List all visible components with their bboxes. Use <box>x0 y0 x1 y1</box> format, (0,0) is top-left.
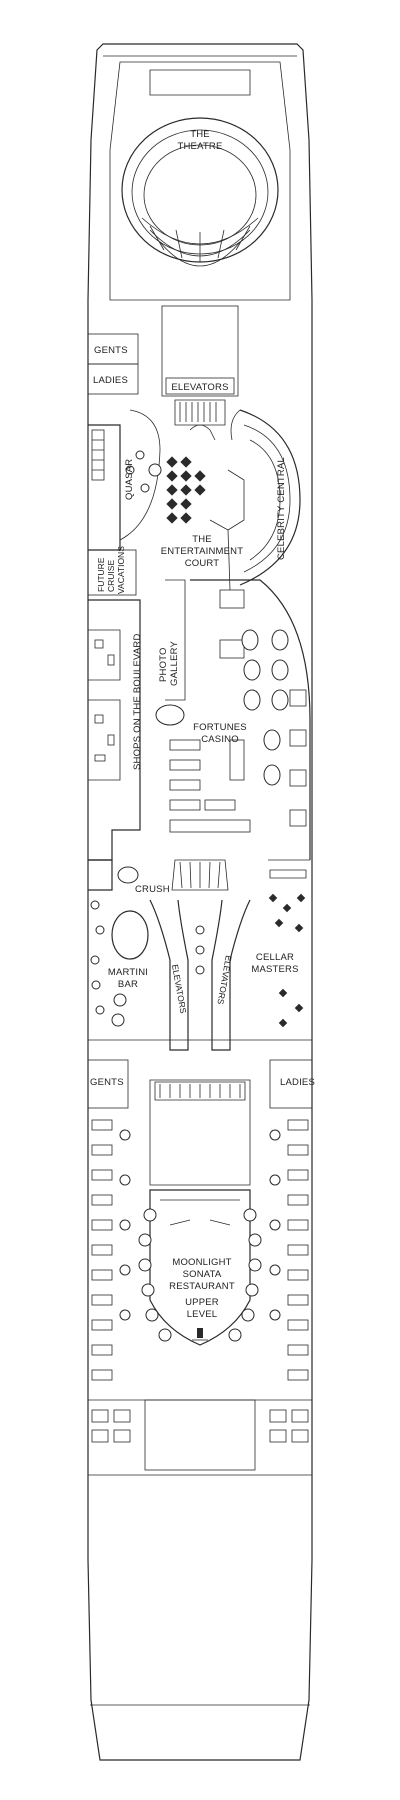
future-cruise-label-3: VACATIONS <box>116 546 126 594</box>
elevators-left-label: ELEVATORS <box>170 964 189 1015</box>
photo-gallery-label-1: PHOTO <box>158 647 169 682</box>
crush-label: CRUSH <box>135 884 170 895</box>
hull-outline <box>87 43 313 1761</box>
upper-level-label-1: UPPER <box>185 1297 219 1308</box>
cellar-masters-label-2: MASTERS <box>251 964 298 975</box>
restaurant-label-1: MOONLIGHT <box>172 1257 231 1268</box>
restrooms-top: GENTS LADIES <box>87 333 139 395</box>
celebrity-central-label: CELEBRITY CENTRAL <box>276 457 287 560</box>
shops-label: SHOPS ON THE BOULEVARD <box>132 633 143 770</box>
photo-gallery-label-2: GALLERY <box>169 640 180 686</box>
casino-label-2: CASINO <box>201 734 239 745</box>
elevators-top-label: ELEVATORS <box>171 382 228 393</box>
entertainment-court-label-2: ENTERTAINMENT <box>161 546 243 557</box>
crush-martini-area[interactable]: CRUSH MARTINI BAR <box>88 859 170 1027</box>
cellar-masters-label-1: CELLAR <box>256 952 294 963</box>
martini-bar-label-2: BAR <box>118 979 138 990</box>
entertainment-court-label-3: COURT <box>185 558 220 569</box>
theatre-label-1: THE <box>190 129 210 140</box>
future-cruise-label-2: CRUISE <box>106 560 116 592</box>
entertainment-court-tables <box>166 456 206 524</box>
quasar-label: QUASAR <box>124 459 135 500</box>
elevators-right-label: ELEVATORS <box>215 955 234 1006</box>
future-cruise-label-1: FUTURE <box>96 557 106 592</box>
entertainment-court-area[interactable]: QUASAR THE ENTERTAINMENT COURT CELEBRITY… <box>88 409 301 591</box>
cellar-masters[interactable]: CELLAR MASTERS <box>251 859 310 1028</box>
aft-section <box>88 1399 312 1476</box>
martini-bar-label-1: MARTINI <box>108 967 148 978</box>
shops-on-the-boulevard[interactable]: SHOPS ON THE BOULEVARD <box>88 599 143 861</box>
fortunes-casino[interactable]: FORTUNES CASINO <box>155 579 311 860</box>
moonlight-sonata-restaurant[interactable]: MOONLIGHT SONATA RESTAURANT UPPER LEVEL <box>91 1079 309 1381</box>
restaurant-label-3: RESTAURANT <box>169 1281 235 1292</box>
ladies-top-label: LADIES <box>93 375 128 386</box>
photo-gallery[interactable]: PHOTO GALLERY <box>158 579 186 701</box>
gents-top-label: GENTS <box>94 345 128 356</box>
restrooms-bottom: GENTS LADIES <box>87 1039 315 1109</box>
theatre-area[interactable]: THE THEATRE <box>109 61 291 301</box>
theatre-label-2: THEATRE <box>177 141 222 152</box>
gents-bottom-label: GENTS <box>90 1077 124 1088</box>
ladies-bottom-label: LADIES <box>280 1077 315 1088</box>
casino-label-1: FORTUNES <box>193 722 247 733</box>
entertainment-court-label-1: THE <box>192 534 212 545</box>
upper-level-label-2: LEVEL <box>187 1309 218 1320</box>
future-cruise-vacations[interactable]: FUTURE CRUISE VACATIONS <box>87 546 137 596</box>
elevators-top[interactable]: ELEVATORS <box>161 305 239 426</box>
restaurant-label-2: SONATA <box>183 1269 222 1280</box>
